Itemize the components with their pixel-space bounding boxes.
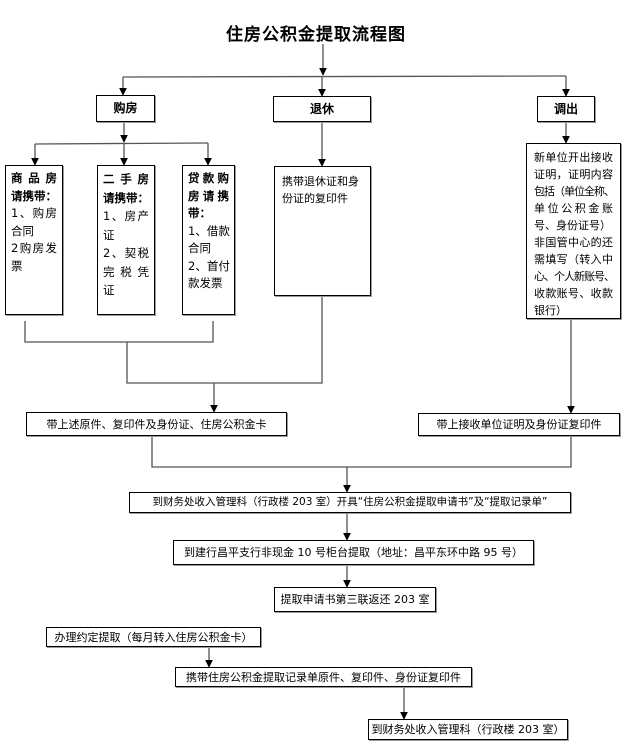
box-heading-line: 房请携 [188, 188, 229, 203]
box-item-line: 合同 [188, 241, 211, 255]
box-text-line: 证明，证明内容 [534, 168, 613, 181]
loan-housing-box: 贷款购 房请携 带： 1、借款 合同 2、首付 款发票 [182, 165, 235, 315]
box-item-line: 合同 [11, 223, 34, 238]
box-text-line: 银行） [534, 304, 567, 317]
purchase-label: 购房 [113, 101, 138, 115]
step-text: 办理约定提取（每月转入住房公积金卡） [54, 630, 253, 644]
box-item-line: 2、首付 [188, 258, 230, 273]
bank-withdraw-box: 到建行昌平支行非现金 10 号柜台提取（地址：昌平东环中路 95 号） [173, 540, 534, 565]
transfer-box: 调出 [537, 96, 595, 122]
branch-line-top [122, 75, 567, 78]
transfer-label: 调出 [553, 101, 578, 116]
box-item-line: 款发票 [188, 276, 223, 290]
step-text: 到建行昌平支行非现金 10 号柜台提取（地址：昌平东环中路 95 号） [184, 546, 523, 559]
finance-office-final-box: 到财务处收入管理科（行政楼 203 室） [368, 719, 568, 740]
merge-line-left [126, 296, 323, 384]
bring-record-box: 携带住房公积金提取记录单原件、复印件、身份证复印件 [175, 667, 472, 687]
step-text: 带上接收单位证明及身份证复印件 [436, 418, 602, 431]
box-item-line: 证 [103, 227, 115, 242]
box-item-line: 2购房发 [11, 241, 57, 255]
box-heading-line: 请携带： [103, 190, 149, 205]
box-heading-line: 二手房 [103, 172, 149, 186]
retire-box: 退休 [273, 96, 371, 122]
merge-line-bottom [151, 436, 572, 468]
box-text-line: 号、身份证号） [534, 219, 611, 232]
box-text-line: 收款账号、收款 [534, 287, 613, 300]
branch-line-purchase [34, 142, 209, 145]
box-text-line: 非国管中心的还 [534, 236, 613, 249]
box-text-line: 携带退休证和身 [282, 175, 359, 188]
secondhand-housing-box: 二手房 请携带： 1、房产 证 2、契税 完税凭 证 [97, 165, 155, 315]
box-text-line: 新单位开出接收 [534, 151, 613, 164]
box-text-line: 单位公积金账 [534, 202, 613, 215]
box-item-line: 2、契税 [103, 246, 149, 260]
page-title: 住房公积金提取流程图 [226, 25, 406, 45]
box-heading-line: 请携带： [11, 188, 57, 203]
box-item-line: 1、房产 [103, 209, 149, 223]
box-heading-line: 商品房 [11, 171, 57, 185]
step-text: 提取申请书第三联返还 203 室 [280, 593, 430, 606]
box-item-line: 票 [11, 258, 23, 273]
bring-transfer-proof-box: 带上接收单位证明及身份证复印件 [418, 413, 620, 436]
retire-label: 退休 [309, 101, 334, 116]
box-item-line: 完税凭 [103, 264, 149, 279]
step-text: 到财务处收入管理科（行政楼 203 室）开具“住房公积金提取申请书”及“提取记录… [152, 496, 548, 508]
box-heading-line: 带： [188, 206, 211, 220]
bracket-purchase [24, 321, 214, 343]
box-item-line: 1、购房 [11, 206, 57, 220]
retire-detail-box: 携带退休证和身 份证的复印件 [274, 166, 371, 296]
step-text: 到财务处收入管理科（行政楼 203 室） [371, 723, 565, 736]
purchase-box: 购房 [96, 95, 155, 122]
box-text-line: 包括（单位全称、 [534, 185, 615, 198]
box-text-line: 需填写（转入中 [534, 253, 613, 266]
return-form-box: 提取申请书第三联返还 203 室 [274, 587, 436, 612]
box-text-line: 份证的复印件 [282, 192, 348, 205]
transfer-detail-box: 新单位开出接收 证明，证明内容 包括（单位全称、 单位公积金账 号、身份证号） … [526, 143, 621, 319]
commercial-housing-box: 商品房 请携带： 1、购房 合同 2购房发 票 [5, 165, 63, 315]
finance-office-box: 到财务处收入管理科（行政楼 203 室）开具“住房公积金提取申请书”及“提取记录… [129, 492, 571, 513]
box-item-line: 1、借款 [188, 223, 230, 238]
bring-originals-box: 带上述原件、复印件及身份证、住房公积金卡 [26, 412, 287, 436]
box-item-line: 证 [103, 283, 115, 297]
box-heading-line: 贷款购 [188, 171, 229, 185]
step-text: 带上述原件、复印件及身份证、住房公积金卡 [46, 417, 267, 431]
step-text: 携带住房公积金提取记录单原件、复印件、身份证复印件 [186, 670, 461, 684]
scheduled-withdraw-box: 办理约定提取（每月转入住房公积金卡） [46, 627, 261, 647]
box-text-line: 心、个人新账号、 [534, 270, 615, 283]
